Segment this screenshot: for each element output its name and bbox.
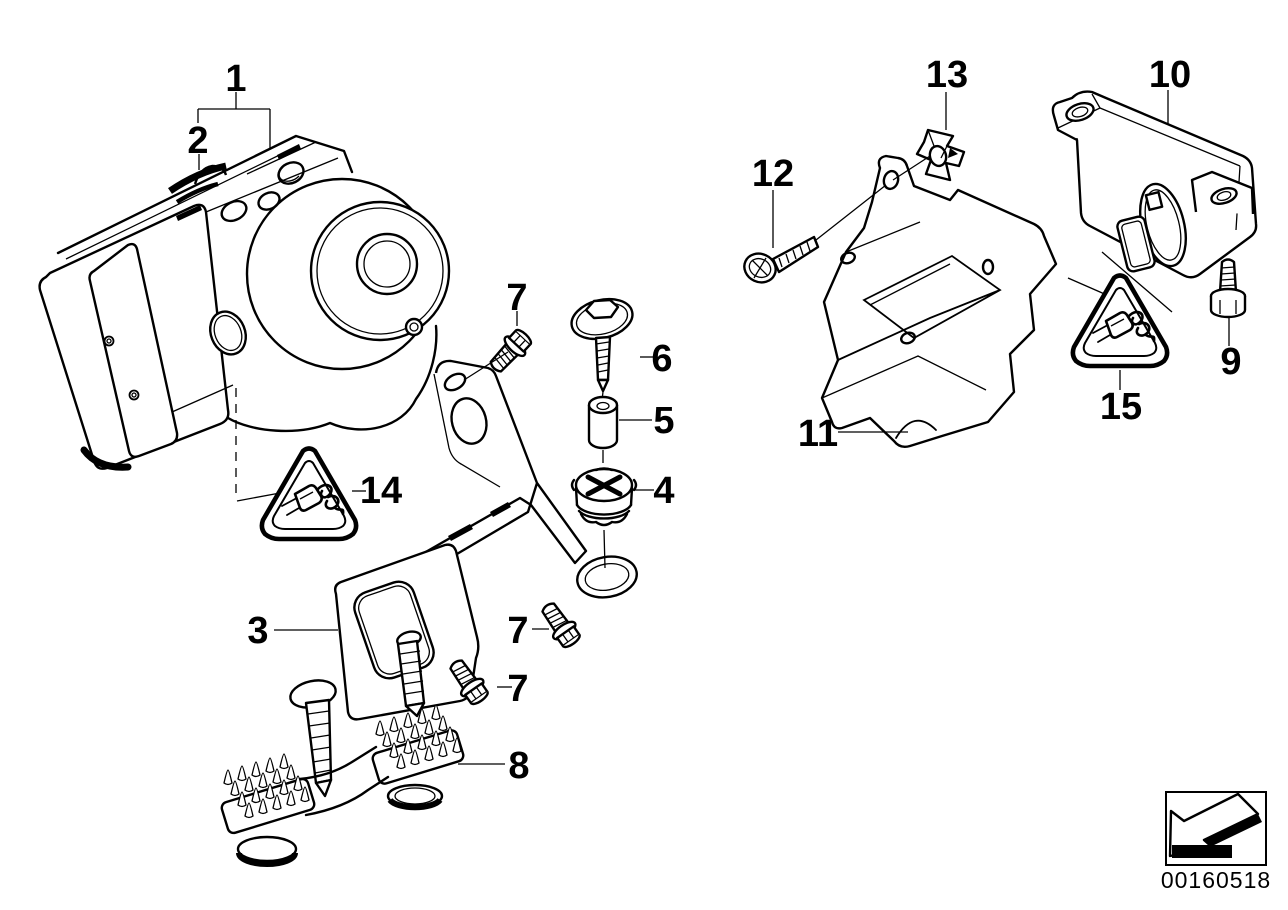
callout-labels: 1 2 3 4 5 6 7 7 7 8 9 10 11 12 13 14 15: [187, 54, 1241, 787]
torx-bolt-drawing: [570, 297, 634, 393]
rubber-damper-drawing: [570, 467, 638, 569]
hydro-unit-bracket-drawing: [289, 359, 638, 798]
callout-11: 11: [798, 413, 838, 455]
image-number: 00160518: [1161, 867, 1271, 893]
rubber-metal-damper-drawing: [220, 704, 465, 867]
sensor-connector-plug: [1116, 215, 1156, 273]
callout-7c: 7: [507, 668, 528, 710]
leader-lines: [171, 90, 1230, 765]
mounting-plate-edge: [56, 134, 354, 255]
warning-triangle-15: [1073, 276, 1167, 367]
callout-9: 9: [1220, 341, 1241, 383]
screw-7b: [534, 596, 586, 653]
callout-3: 3: [247, 610, 268, 652]
callout-2: 2: [187, 120, 208, 162]
callout-6: 6: [651, 338, 672, 380]
arrow-down-left-icon: [1168, 792, 1262, 858]
callout-8: 8: [508, 745, 529, 787]
hex-bolt-drawing: [1209, 258, 1247, 319]
cover-seam-dark-band: [168, 162, 227, 194]
callout-1: 1: [225, 58, 246, 100]
callout-15: 15: [1100, 386, 1142, 428]
callout-12: 12: [752, 153, 794, 195]
clip-nut-drawing: [915, 128, 966, 182]
callout-7b: 7: [507, 610, 528, 652]
callout-10: 10: [1149, 54, 1191, 96]
yaw-rate-sensor-drawing: [1051, 90, 1258, 314]
callout-13: 13: [926, 54, 968, 96]
callout-5: 5: [653, 400, 674, 442]
callout-14: 14: [360, 470, 402, 512]
dsc-hydro-unit-drawing: [38, 134, 451, 471]
callout-4: 4: [653, 470, 674, 512]
footer-stamp: 00160518: [1161, 791, 1271, 893]
spacer-sleeve-drawing: [587, 391, 619, 463]
flange-bolt-drawing: [743, 235, 820, 284]
sensor-bracket-drawing: [820, 154, 1058, 449]
callout-7a: 7: [506, 277, 527, 319]
